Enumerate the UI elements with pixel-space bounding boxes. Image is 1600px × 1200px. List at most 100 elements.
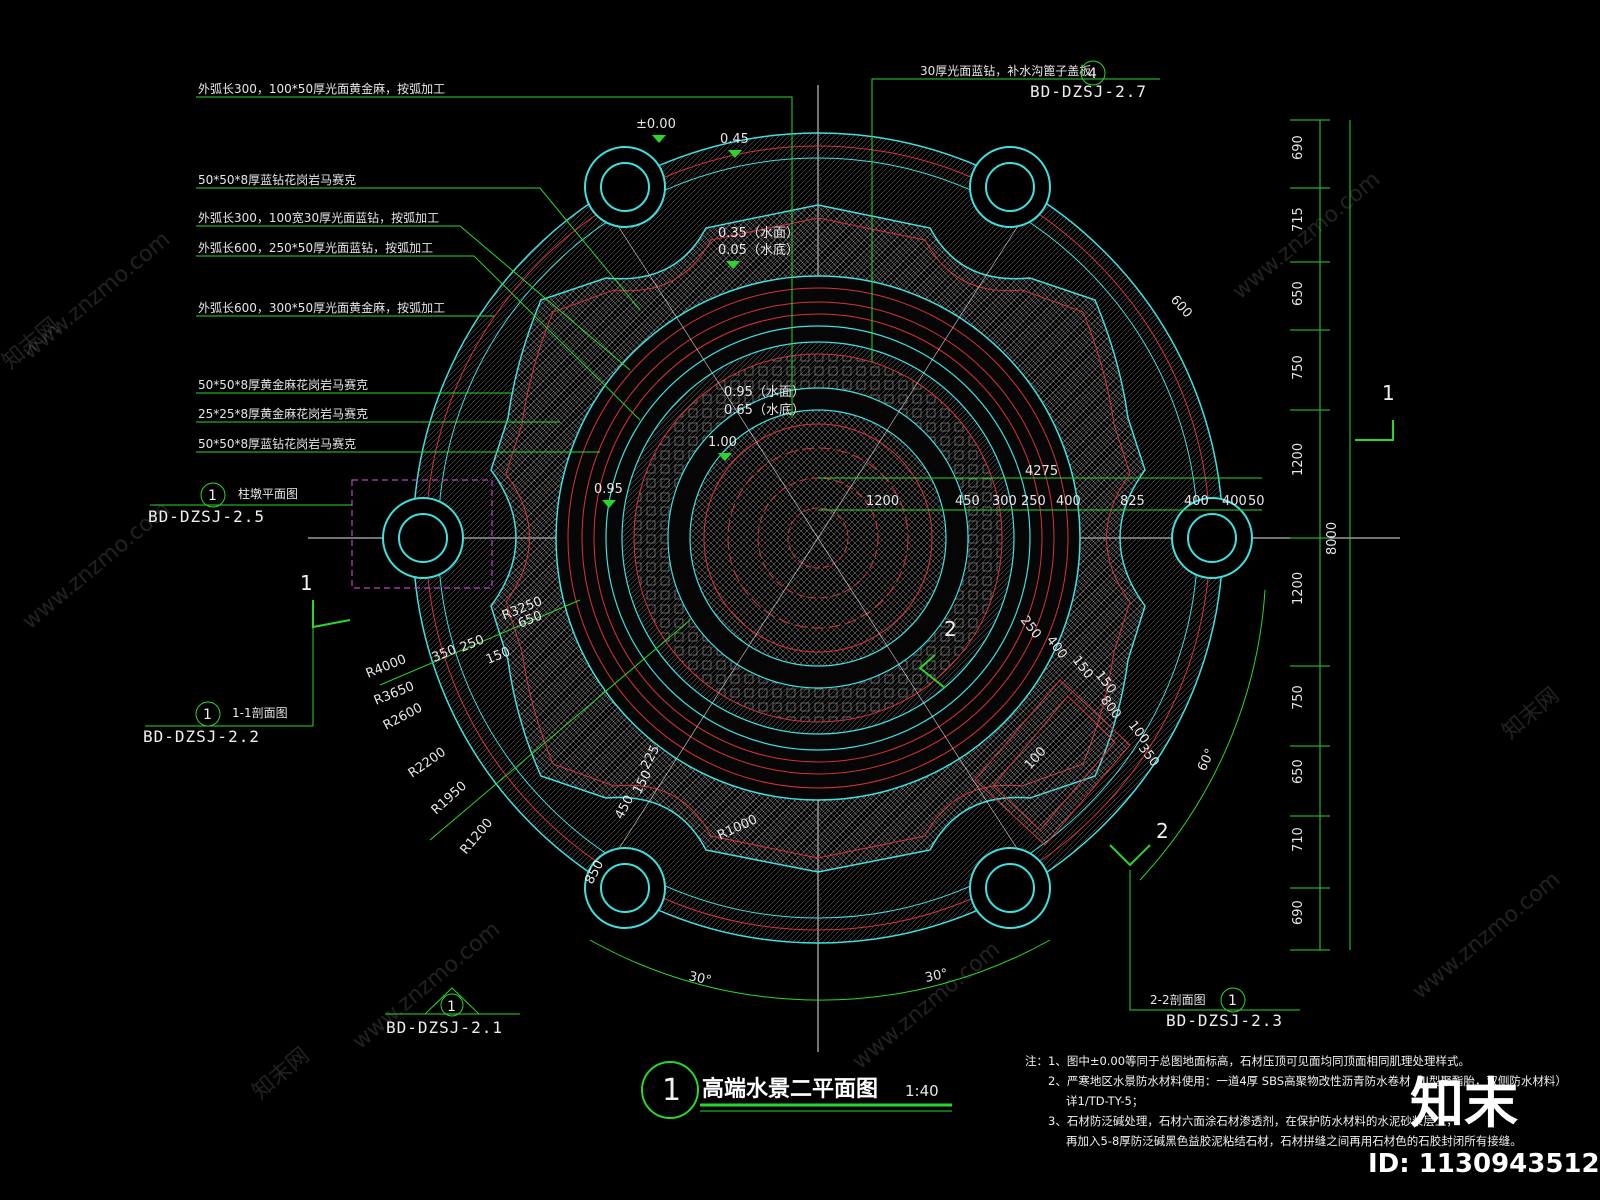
title-text: 高端水景二平面图 — [702, 1076, 878, 1102]
dim-right: 690 — [1291, 135, 1306, 160]
leader-label: 外弧长600，250*50厚光面蓝钻，按弧加工 — [198, 240, 433, 255]
ref-code: BD-DZSJ-2.1 — [386, 1018, 503, 1037]
elevation-triangle — [718, 453, 732, 461]
ref-code: BD-DZSJ-2.7 — [1030, 82, 1147, 101]
radius-label: R1200 — [458, 816, 497, 858]
leader-label: 50*50*8厚蓝钻花岗岩马赛克 — [198, 172, 356, 187]
radius-label: R2200 — [406, 745, 449, 781]
dim-right: 750 — [1291, 355, 1306, 380]
section-mark-label: 2 — [944, 617, 957, 641]
pillar-bottom-right — [969, 847, 1051, 929]
ref-bubble-r22: 1 1-1剖面图 BD-DZSJ-2.2 — [143, 701, 290, 746]
title-scale: 1:40 — [905, 1082, 939, 1100]
note-line: 详1/TD-TY-5； — [1066, 1094, 1143, 1108]
dim-horizontal: 1200 — [866, 494, 899, 509]
ref-number: 1 — [203, 707, 212, 723]
elevation-label: 0.45 — [720, 132, 749, 147]
ref-caption: 1-1剖面图 — [232, 706, 288, 720]
section-mark-label: 2 — [1156, 819, 1169, 843]
angle-arc-bottom — [589, 939, 1051, 1001]
leader-label: 50*50*8厚黄金麻花岗岩马赛克 — [198, 377, 368, 392]
elevation-marks: ±0.00 0.45 0.35（水面） 0.05（水底） 0.95（水面） 0.… — [594, 117, 805, 508]
brand-logo: 知末 — [1410, 1072, 1518, 1135]
pillar-top-right — [969, 146, 1051, 228]
ref-bubble-r4: 4 BD-DZSJ-2.7 — [1030, 60, 1160, 101]
dim-horizontal: 825 — [1120, 494, 1145, 509]
ref-bubble-r21: 1 BD-DZSJ-2.1 — [385, 987, 520, 1037]
radial-lines — [610, 214, 1026, 862]
watermark-site: www.znzmo.com — [848, 937, 1005, 1075]
leader-label: 25*25*8厚黄金麻花岗岩马赛克 — [198, 406, 368, 421]
dim-misc: 600 — [1167, 293, 1195, 321]
ref-code: BD-DZSJ-2.3 — [1166, 1011, 1283, 1030]
dim-horizontal: 450 — [955, 494, 980, 509]
pillar-right — [1171, 497, 1253, 579]
pillar-bottom-left — [584, 847, 666, 929]
elevation-label: 1.00 — [708, 435, 737, 450]
dim-horizontal: 400 — [1222, 494, 1247, 509]
elevation-label: 0.35（水面） — [718, 226, 799, 241]
note-line: 再加入5-8厚防泛碱黑色益胶泥粘结石材，石材拼缝之间再用石材色的石胶封闭所有接缝… — [1066, 1134, 1522, 1148]
leader-labels: 外弧长300，100*50厚光面黄金麻，按弧加工 50*50*8厚蓝钻花岗岩马赛… — [198, 63, 1091, 451]
elevation-label: 0.95（水面） — [724, 385, 805, 400]
ref-bubble-r25: 1 柱墩平面图 BD-DZSJ-2.5 — [148, 482, 298, 526]
reference-bubbles: 4 BD-DZSJ-2.7 1 柱墩平面图 BD-DZSJ-2.5 1 1-1剖… — [143, 60, 1300, 1037]
elevation-label: ±0.00 — [636, 117, 676, 132]
section-mark-label: 1 — [300, 571, 313, 595]
angle-label: 30° — [924, 966, 950, 985]
dim-right: 1200 — [1291, 572, 1306, 605]
elevation-label: 0.65（水底） — [724, 402, 805, 418]
elevation-label: 0.95 — [594, 482, 623, 497]
dim-right: 750 — [1291, 685, 1306, 710]
fountain-plan — [308, 85, 1400, 1052]
elevation-triangle — [728, 150, 742, 158]
pillars — [382, 146, 1253, 929]
title-circle-number: 1 — [662, 1073, 681, 1108]
dim-right: 650 — [1291, 281, 1306, 306]
section-mark-labels: 1 1 2 2 — [300, 381, 1395, 843]
dim-right-total: 8000 — [1325, 522, 1340, 555]
overflow-box — [974, 679, 1131, 846]
ring-r2200 — [605, 325, 1031, 751]
pillar-top-left — [584, 146, 666, 228]
note-line: 2、严寒地区水景防水材料使用：一道4厚 SBS高聚物改性沥青防水卷材（II型聚酯… — [1048, 1074, 1567, 1088]
image-id: ID: 1130943512 — [1368, 1149, 1600, 1179]
ref-code: BD-DZSJ-2.2 — [143, 727, 260, 746]
angle-label: 60° — [1195, 746, 1218, 773]
angle-label: 30° — [687, 969, 713, 988]
brand-overlay: 知末 ID: 1130943512 — [1368, 1072, 1600, 1179]
ref-number: 1 — [208, 488, 217, 504]
lobed-basin-red-edge — [505, 217, 1131, 859]
leader-label: 外弧长300，100宽30厚光面蓝钻，按弧加工 — [198, 210, 439, 225]
leader-label: 外弧长300，100*50厚光面黄金麻，按弧加工 — [198, 81, 445, 96]
dim-horizontal-total: 4275 — [1025, 464, 1058, 479]
pillar-left — [382, 497, 464, 579]
horizontal-dimension-chain: 4275 1200 450 300 250 400 825 400 400 50 — [818, 464, 1265, 511]
dim-right: 650 — [1291, 759, 1306, 784]
radius-label: R2600 — [381, 701, 425, 734]
note-line: 3、石材防泛碱处理，石材六面涂石材渗透剂，在保护防水材料的水泥砂浆层上， — [1048, 1114, 1458, 1128]
dim-horizontal: 300 — [992, 494, 1017, 509]
dim-horizontal: 250 — [1021, 494, 1046, 509]
dim-right: 710 — [1291, 827, 1306, 852]
ref-code: BD-DZSJ-2.5 — [148, 507, 265, 526]
section-mark-label: 1 — [1382, 381, 1395, 405]
right-dimension-chain: 690 715 650 750 1200 1200 750 650 710 69… — [1290, 119, 1351, 951]
watermark-brand: 知末网 — [1498, 683, 1565, 745]
ref-bubble-r23: 1 2-2剖面图 BD-DZSJ-2.3 — [1129, 870, 1300, 1030]
notes-block: 注：1、图中±0.00等同于总图地面标高，石材压顶可见面均同顶面相同肌理处理样式… — [1025, 1054, 1567, 1148]
leader-label: 外弧长600，300*50厚光面黄金麻，按弧加工 — [198, 300, 445, 315]
drawing-title: 1 高端水景二平面图 1:40 — [641, 1061, 952, 1119]
ref-number: 4 — [1088, 66, 1097, 82]
top-note: 30厚光面蓝钻，补水沟篦子盖板 — [920, 63, 1091, 78]
elevation-triangle — [726, 261, 740, 269]
ref-caption: 2-2剖面图 — [1150, 993, 1206, 1007]
watermark-brand: 知末网 — [248, 1043, 315, 1105]
elevation-triangle — [602, 500, 616, 508]
ref-caption: 柱墩平面图 — [238, 486, 298, 501]
dim-right: 715 — [1291, 207, 1306, 232]
note-line: 注：1、图中±0.00等同于总图地面标高，石材压顶可见面均同顶面相同肌理处理样式… — [1025, 1054, 1470, 1068]
radius-label: R4000 — [364, 652, 409, 682]
section-marks — [312, 420, 1394, 867]
